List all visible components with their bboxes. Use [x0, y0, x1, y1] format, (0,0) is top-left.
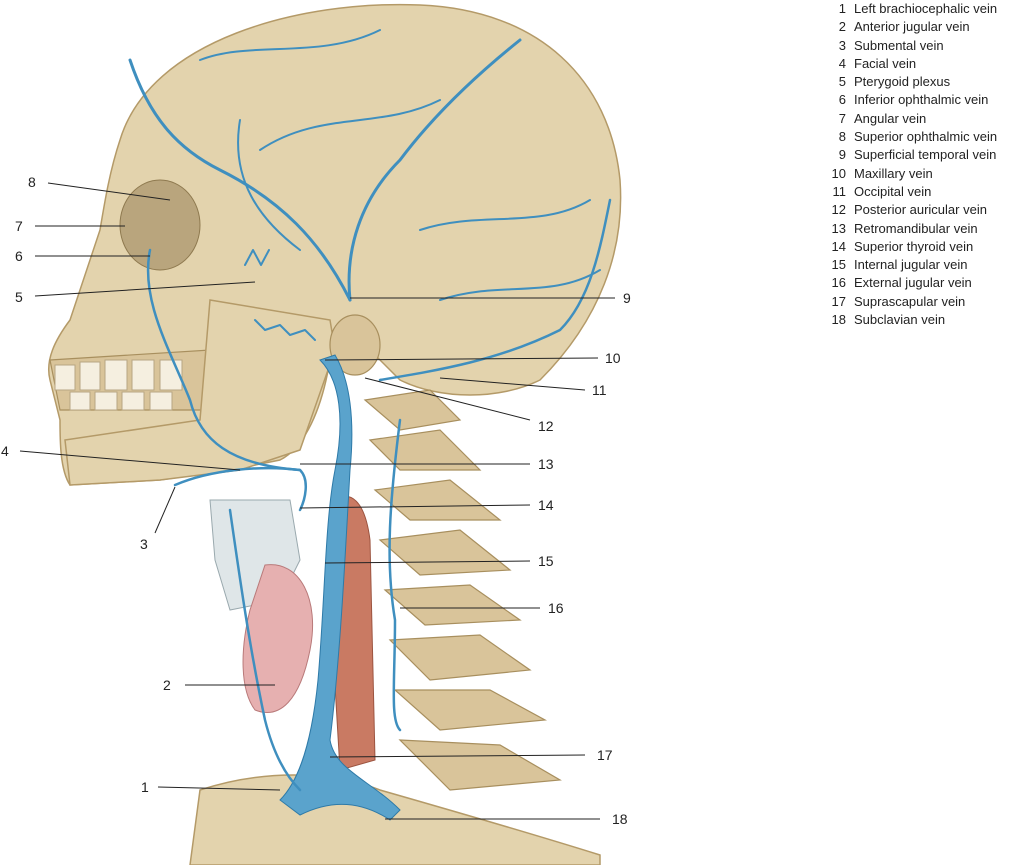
legend-item: 18 Subclavian vein — [820, 311, 997, 329]
legend-item: 6 Inferior ophthalmic vein — [820, 91, 997, 109]
callout-11: 11 — [592, 382, 607, 398]
legend-label: Maxillary vein — [854, 165, 933, 181]
legend-label: Subclavian vein — [854, 312, 946, 328]
legend-item: 10 Maxillary vein — [820, 165, 997, 183]
callout-5: 5 — [15, 289, 23, 305]
legend-item: 5 Pterygoid plexus — [820, 73, 997, 91]
legend-number: 14 — [831, 238, 846, 254]
legend-item: 17 Suprascapular vein — [820, 293, 997, 311]
legend-label: Suprascapular vein — [854, 293, 966, 309]
legend-item: 13 Retromandibular vein — [820, 220, 997, 238]
skull — [48, 3, 622, 486]
callout-12: 12 — [538, 418, 554, 434]
legend-label: Facial vein — [854, 55, 917, 71]
legend-label: Occipital vein — [854, 183, 932, 199]
callout-18: 18 — [612, 811, 628, 827]
legend-number: 4 — [838, 55, 846, 71]
callout-3: 3 — [140, 536, 148, 552]
legend-number: 7 — [838, 110, 846, 126]
legend-number: 9 — [838, 147, 846, 163]
callout-6: 6 — [15, 248, 23, 264]
callout-8: 8 — [28, 174, 36, 190]
legend-item: 4 Facial vein — [820, 55, 997, 73]
legend-label: Angular vein — [854, 110, 927, 126]
callout-7: 7 — [15, 218, 23, 234]
leader-lines — [19, 182, 615, 820]
callout-14: 14 — [538, 497, 554, 513]
legend-label: Superior thyroid vein — [854, 238, 974, 254]
legend-number: 11 — [832, 183, 847, 199]
veins — [128, 29, 612, 821]
legend-number: 10 — [831, 165, 846, 181]
legend-number: 1 — [838, 1, 846, 16]
legend-item: 15 Internal jugular vein — [820, 256, 997, 274]
legend-number: 18 — [831, 312, 846, 328]
legend-label: Left brachiocephalic vein — [854, 1, 998, 16]
callout-1: 1 — [141, 779, 149, 795]
callout-2: 2 — [163, 677, 171, 693]
legend-item: 16 External jugular vein — [820, 274, 997, 292]
legend-number: 12 — [831, 202, 846, 218]
legend-item: 11 Occipital vein — [820, 183, 997, 201]
thyroid-gland — [242, 564, 314, 713]
legend-label: Pterygoid plexus — [854, 74, 951, 90]
legend-item: 7 Angular vein — [820, 110, 997, 128]
callout-9: 9 — [623, 290, 631, 306]
legend-label: Posterior auricular vein — [854, 202, 987, 218]
legend-label: Anterior jugular vein — [854, 19, 970, 35]
callout-13: 13 — [538, 456, 554, 472]
legend-label: Superior ophthalmic vein — [854, 129, 998, 145]
legend-number: 13 — [831, 220, 846, 236]
legend-number: 3 — [838, 37, 846, 53]
legend-label: External jugular vein — [854, 275, 972, 291]
legend-item: 14 Superior thyroid vein — [820, 238, 997, 256]
legend-label: Inferior ophthalmic vein — [854, 92, 989, 108]
legend-label: Retromandibular vein — [854, 220, 978, 236]
legend-item: 2 Anterior jugular vein — [820, 18, 997, 36]
callout-15: 15 — [538, 553, 554, 569]
legend-number: 2 — [838, 19, 846, 35]
callout-17: 17 — [597, 747, 613, 763]
legend-number: 6 — [838, 92, 846, 108]
legend-item: 8 Superior ophthalmic vein — [820, 128, 997, 146]
callout-16: 16 — [548, 600, 564, 616]
legend-number: 16 — [831, 275, 846, 291]
legend-item: 1 Left brachiocephalic vein — [820, 0, 997, 18]
legend-number: 15 — [831, 257, 846, 273]
legend-item: 12 Posterior auricular vein — [820, 201, 997, 219]
legend: 1 Left brachiocephalic vein 2 Anterior jug… — [820, 0, 998, 329]
callout-numbers: 8 7 6 5 4 3 2 1 9 10 11 12 13 14 15 16 1… — [1, 174, 631, 827]
legend-number: 8 — [838, 129, 846, 145]
legend-item: 9 Superficial temporal vein — [820, 146, 997, 164]
legend-label: Submental vein — [854, 37, 944, 53]
callout-10: 10 — [605, 350, 621, 366]
legend-label: Internal jugular vein — [854, 257, 968, 273]
legend-label: Superficial temporal vein — [854, 147, 997, 163]
legend-number: 17 — [831, 293, 846, 309]
callout-4: 4 — [1, 443, 9, 459]
legend-item: 3 Submental vein — [820, 37, 997, 55]
legend-number: 5 — [838, 74, 846, 90]
